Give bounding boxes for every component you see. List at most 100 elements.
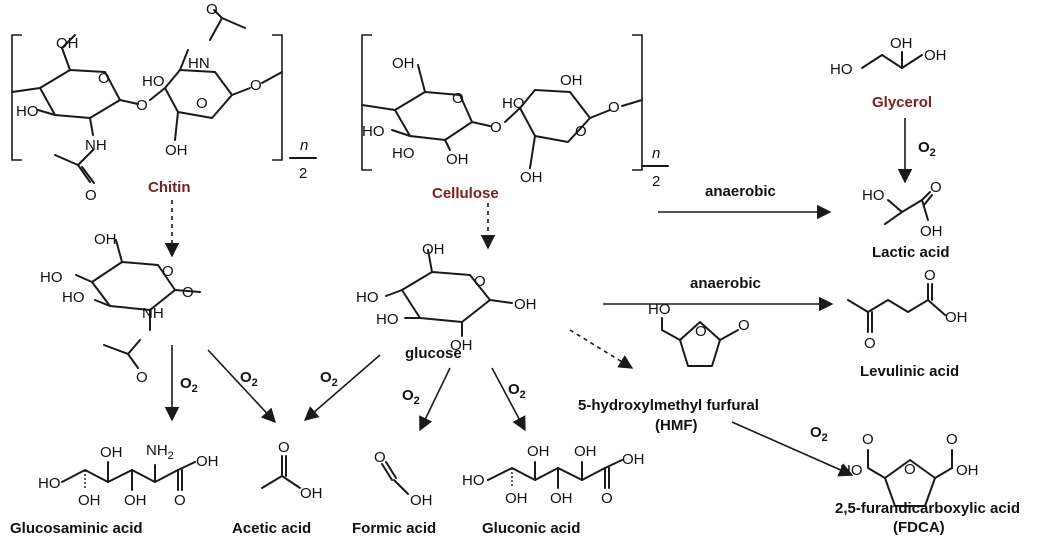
acetic-coh (281, 475, 301, 489)
cellulose-glyco-1 (471, 121, 491, 127)
glucosamine-nh-label: NH (142, 305, 164, 322)
chitin-link-o: O (250, 77, 262, 94)
formic-o: O (374, 449, 386, 466)
cond-o2-glycerol: O2 (918, 139, 936, 159)
acetic-label: Acetic acid (232, 520, 311, 537)
glucosaminic-chain (61, 469, 179, 483)
glucose-ring-o: O (474, 273, 486, 290)
glucosamine-acetyl-o (127, 353, 139, 369)
cellulose-ring-o-2: O (575, 123, 587, 140)
lactic-oh: OH (920, 223, 943, 240)
gluconic-acid-structure: HO OH OH OH OH O OH Gluconic acid (462, 443, 645, 537)
levulinic-acid-structure: O O OH Levulinic acid (847, 267, 968, 380)
cellulose-bracket-right (632, 34, 643, 171)
formic-coh (393, 479, 409, 495)
chitin-bracket-right (272, 34, 283, 161)
chitin-label: Chitin (148, 179, 191, 196)
chitin-acetyl-co (77, 164, 91, 183)
chitin-acetyl-2-me (221, 17, 246, 29)
glucose-oh-anomeric (489, 299, 513, 304)
cellulose-chain-left (361, 104, 396, 111)
cond-anaerobic-2: anaerobic (690, 275, 761, 292)
cellulose-oh-bond-1 (444, 139, 451, 151)
hmf-ring (679, 321, 721, 367)
chitin-hn: HN (188, 55, 210, 72)
glucosamine-ring-o: O (162, 263, 174, 280)
fdca-o-2: O (946, 431, 958, 448)
hmf-label-2: (HMF) (655, 417, 697, 434)
chitin-oh-1: OH (56, 35, 79, 52)
cellulose-ho-2: HO (392, 145, 415, 162)
acetic-oh: OH (300, 485, 323, 502)
fdca-cooh-2 (934, 467, 953, 479)
chitin-ho-1: HO (16, 103, 39, 120)
formic-co (381, 463, 393, 481)
fdca-cooh-1 (867, 467, 886, 479)
chitin-glyco-o: O (136, 97, 148, 114)
cellulose-2: 2 (652, 173, 660, 190)
hmf-ho: HO (648, 301, 671, 318)
chitin-acetyl-1 (77, 149, 94, 166)
cond-o2-fdca: O2 (810, 424, 828, 444)
cellulose-oh-2: OH (446, 151, 469, 168)
hmf-ch2 (661, 329, 681, 341)
cellulose-oh-4: OH (520, 169, 543, 186)
cellulose-glyco-2 (504, 107, 521, 123)
cellulose-n: n (652, 145, 660, 162)
glycerol-oh-2: OH (924, 47, 947, 64)
glucosaminic-ho: HO (38, 475, 61, 492)
hmf-ald-o: O (738, 317, 750, 334)
lactic-b3 (901, 199, 923, 213)
levulinic-chain (847, 299, 946, 316)
formic-label: Formic acid (352, 520, 436, 537)
glycerol-b1 (861, 54, 883, 69)
cellulose-chain-right (621, 99, 643, 107)
chitin-ch2-2 (174, 111, 179, 141)
formic-oh: OH (410, 492, 433, 509)
hmf-structure: HO O O 5-hydroxylmethyl furfural (HMF) (578, 301, 759, 434)
glucosamine-ho-1 (75, 274, 93, 283)
fdca-oh: OH (956, 462, 979, 479)
glucosamine-ho-2-label: HO (62, 289, 85, 306)
cond-o2-glucosaminic: O2 (180, 375, 198, 395)
glycerol-ho: HO (830, 61, 853, 78)
arrow-glucose-gluconic (491, 367, 526, 432)
formic-co2 (385, 461, 397, 479)
chitin-2: 2 (299, 165, 307, 182)
arrow-glucose-formic (419, 367, 451, 432)
glucosamine-acetyl-me (103, 344, 129, 355)
glycerol-b2 (881, 54, 903, 69)
chitin-glyco-1 (119, 99, 139, 105)
gluconic-oh-3: OH (505, 490, 528, 507)
glucosamine-oh: OH (94, 231, 117, 248)
fdca-o-1: O (862, 431, 874, 448)
chitin-oh-2: OH (165, 142, 188, 159)
gluconic-coh (604, 459, 623, 469)
cellulose-oh-3: OH (560, 72, 583, 89)
glucosaminic-oh-2: OH (78, 492, 101, 509)
cellulose-ring-o-1: O (452, 90, 464, 107)
levulinic-label: Levulinic acid (860, 363, 959, 380)
glucosamine-o-link: O (182, 284, 194, 301)
fdca-structure: O O HO O OH 2,5-furandicarboxylic acid (… (835, 431, 1020, 536)
cond-o2-gluconic: O2 (508, 381, 526, 401)
cond-o2-acetic-1: O2 (240, 369, 258, 389)
lactic-ho: HO (862, 187, 885, 204)
cellulose-o-link: O (608, 99, 620, 116)
glucose-ho-1 (385, 289, 403, 297)
levulinic-oh: OH (945, 309, 968, 326)
cond-o2-formic: O2 (402, 387, 420, 407)
chitin-ring-o-2: O (196, 95, 208, 112)
gluconic-oh-acid: OH (622, 451, 645, 468)
gluconic-o: O (601, 490, 613, 507)
cellulose-bracket-left (361, 34, 372, 171)
lactic-o: O (930, 179, 942, 196)
levulinic-o-top: O (924, 267, 936, 284)
chitin-acetyl-me (54, 154, 79, 166)
glycerol-b3 (901, 54, 923, 69)
fdca-ring-o: O (904, 461, 916, 478)
glucose-oh-3: OH (514, 296, 537, 313)
cellulose-ho-3: HO (502, 95, 525, 112)
gluconic-oh-1: OH (527, 443, 550, 460)
fdca-label-2: (FDCA) (893, 519, 945, 536)
